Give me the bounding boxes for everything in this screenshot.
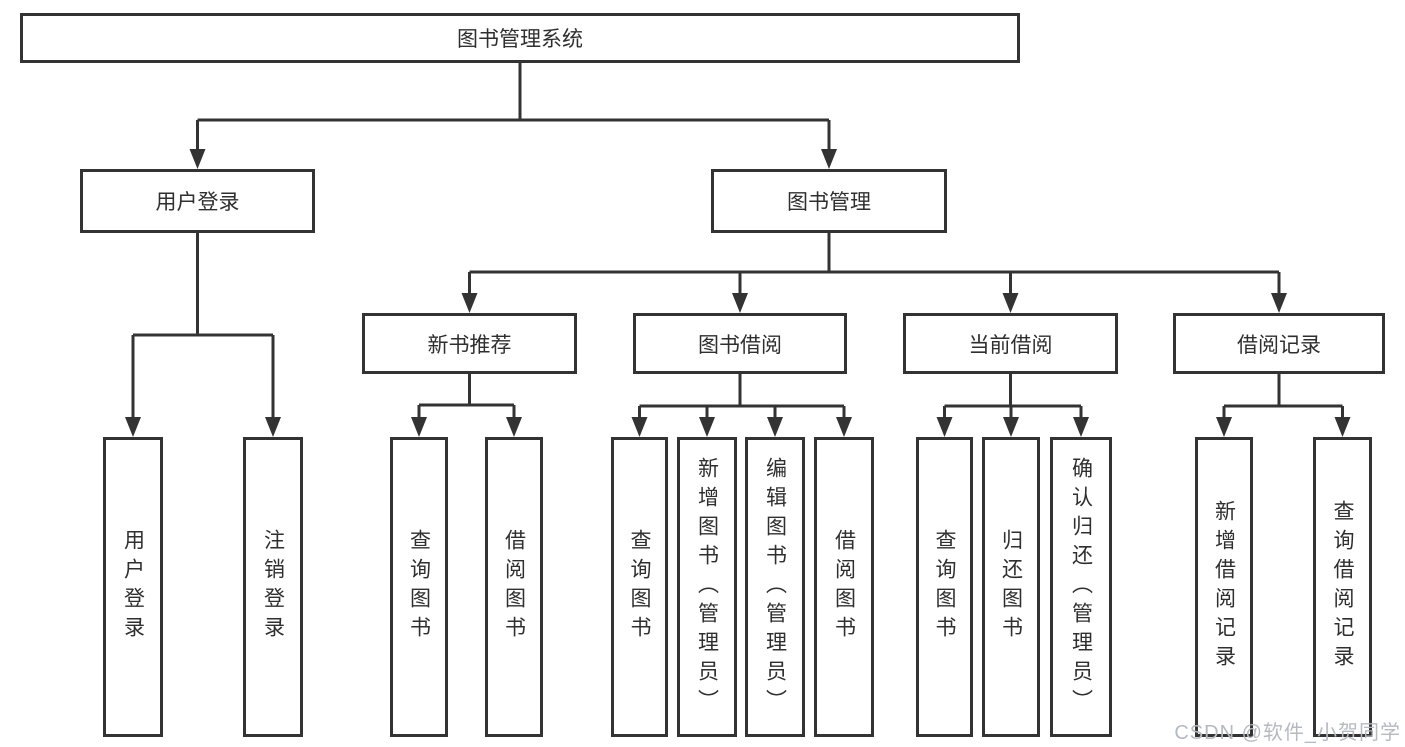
leaf-borrow-books-recommend-label: 借阅图书 [502, 529, 526, 645]
node-user-login: 用户登录 [80, 169, 315, 233]
leaf-query-books-recommend-label: 查询图书 [407, 529, 431, 645]
node-new-book-recommend-label: 新书推荐 [427, 333, 512, 357]
node-root-label: 图书管理系统 [457, 28, 583, 51]
leaf-query-books-recommend: 查询图书 [390, 437, 448, 737]
csdn-watermark: CSDN @软件_小贺同学 [1174, 722, 1401, 744]
leaf-edit-books-admin: 编辑图书（管理员） [745, 437, 805, 737]
leaf-logout-label: 注销登录 [261, 529, 285, 645]
node-root: 图书管理系统 [20, 13, 1020, 63]
leaf-query-books-borrow-label: 查询图书 [628, 529, 651, 645]
node-book-management: 图书管理 [711, 169, 947, 233]
node-book-borrow: 图书借阅 [633, 313, 847, 374]
leaf-add-books-admin: 新增图书（管理员） [677, 437, 737, 737]
node-borrow-records-label: 借阅记录 [1237, 333, 1321, 357]
leaf-add-books-admin-label: 新增图书（管理员） [695, 456, 719, 718]
leaf-return-books-label: 归还图书 [999, 529, 1023, 645]
node-current-borrow-label: 当前借阅 [968, 333, 1053, 357]
leaf-edit-books-admin-label: 编辑图书（管理员） [763, 456, 787, 718]
leaf-confirm-return-admin-label: 确认归还（管理员） [1069, 456, 1093, 718]
leaf-user-login-label: 用户登录 [121, 529, 145, 645]
node-borrow-records: 借阅记录 [1173, 313, 1385, 374]
arrowheads [125, 149, 1351, 437]
node-current-borrow: 当前借阅 [903, 313, 1118, 374]
leaf-logout: 注销登录 [243, 437, 303, 737]
leaf-borrow-books-label: 借阅图书 [832, 529, 856, 645]
node-new-book-recommend: 新书推荐 [362, 313, 577, 374]
leaf-query-books-current-label: 查询图书 [933, 529, 956, 645]
leaf-add-borrow-record: 新增借阅记录 [1195, 437, 1253, 737]
leaf-return-books: 归还图书 [982, 437, 1040, 737]
node-user-login-label: 用户登录 [155, 191, 240, 214]
leaf-confirm-return-admin: 确认归还（管理员） [1050, 437, 1112, 737]
leaf-add-borrow-record-label: 新增借阅记录 [1212, 500, 1236, 674]
leaf-query-books-current: 查询图书 [916, 437, 973, 737]
leaf-borrow-books-recommend: 借阅图书 [485, 437, 543, 737]
node-book-management-label: 图书管理 [787, 191, 871, 214]
node-book-borrow-label: 图书借阅 [698, 333, 782, 357]
leaf-query-borrow-record: 查询借阅记录 [1313, 437, 1372, 737]
leaf-borrow-books: 借阅图书 [814, 437, 874, 737]
leaf-query-books-borrow: 查询图书 [611, 437, 668, 737]
leaf-user-login: 用户登录 [103, 437, 163, 737]
leaf-query-borrow-record-label: 查询借阅记录 [1331, 500, 1354, 674]
